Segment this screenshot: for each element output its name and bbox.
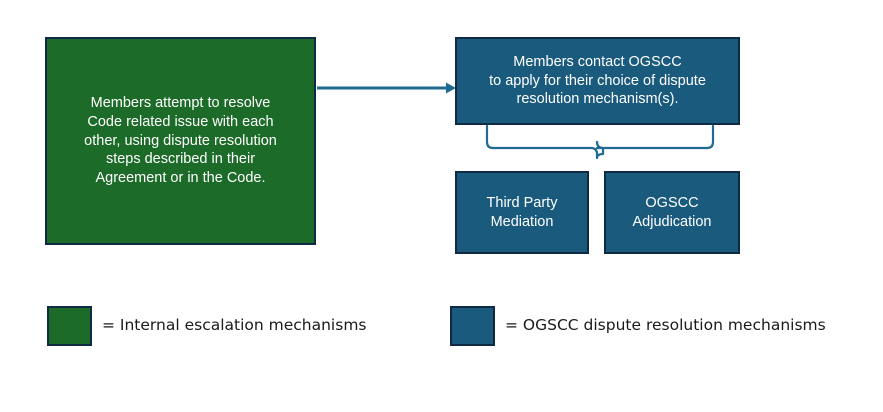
ogscc-adjudication-box[interactable]: OGSCC Adjudication [604, 171, 740, 254]
third-party-mediation-box-text: Third Party Mediation [486, 194, 558, 230]
ogscc-adjudication-box-text: OGSCC Adjudication [632, 194, 712, 230]
legend-swatch-green [47, 306, 92, 346]
brace-contact-to-options-icon [485, 124, 715, 160]
legend-label-internal-escalation: = Internal escalation mechanisms [102, 316, 367, 335]
arrow-internal-to-contact-icon [317, 82, 456, 94]
legend-item-ogscc-dispute-resolution: = OGSCC dispute resolution mechanisms [450, 306, 826, 346]
ogscc-contact-box[interactable]: Members contact OGSCC to apply for their… [455, 37, 740, 125]
legend-swatch-blue [450, 306, 495, 346]
internal-escalation-box-text: Members attempt to resolve Code related … [84, 94, 277, 187]
legend-label-ogscc-dispute-resolution: = OGSCC dispute resolution mechanisms [505, 316, 826, 335]
third-party-mediation-box[interactable]: Third Party Mediation [455, 171, 589, 254]
internal-escalation-box[interactable]: Members attempt to resolve Code related … [45, 37, 316, 245]
legend-item-internal-escalation: = Internal escalation mechanisms [47, 306, 367, 346]
ogscc-contact-box-text: Members contact OGSCC to apply for their… [489, 53, 706, 108]
